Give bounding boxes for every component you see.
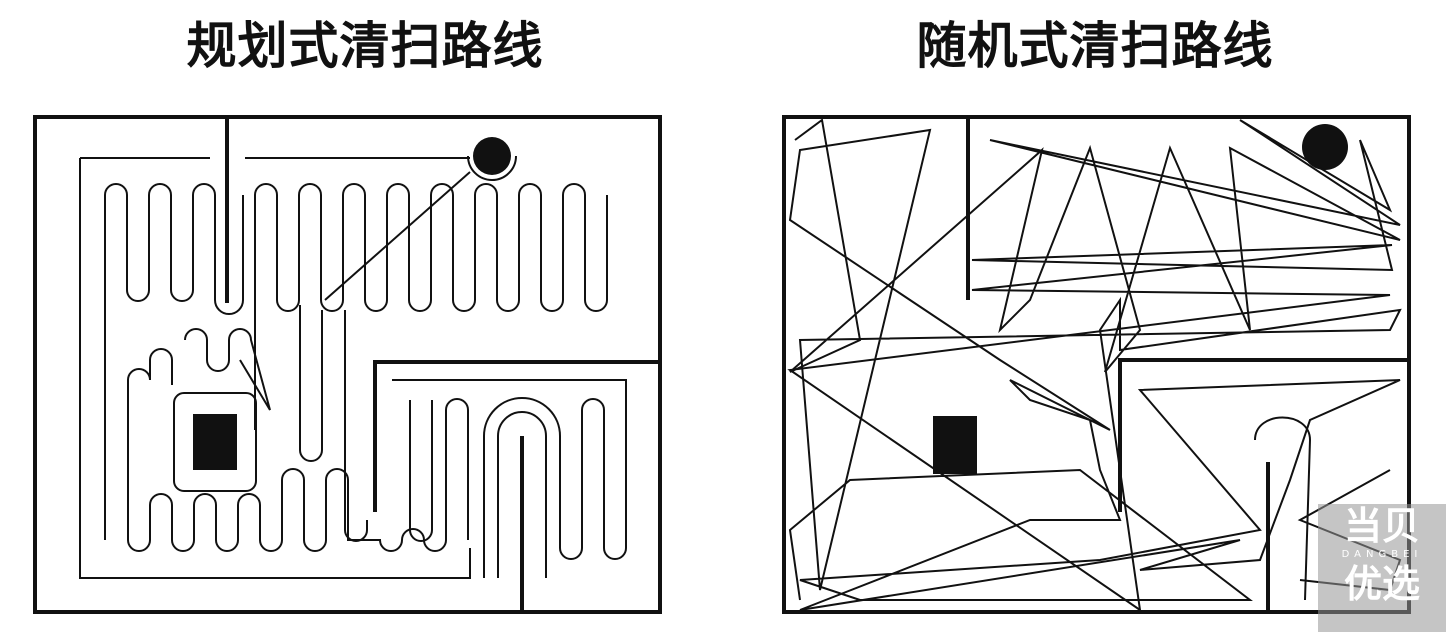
planned-obstacle [193,414,237,470]
planned-middle-wiggle [127,305,368,542]
planned-dock-arc [467,155,517,181]
random-route-title: 随机式清扫路线 [916,17,1274,75]
planned-lower-right-path [392,379,627,578]
watermark-line2: DANGBEI [1341,549,1423,560]
planned-outer-path [79,158,471,579]
planned-serpentine-bottom [127,398,469,552]
random-wall-corner [1118,358,1409,512]
random-robot [1302,124,1348,170]
watermark-line1: 当贝 [1343,504,1420,548]
dangbei-watermark: 当贝 DANGBEI 优选 [1318,504,1446,632]
random-path [787,118,1402,613]
planned-robot [473,137,511,175]
random-room-wall [782,115,1411,614]
planned-return-line [324,171,471,301]
planned-serpentine-right [254,183,608,330]
planned-room-wall [33,115,662,614]
planned-serpentine-left [104,183,244,540]
planned-route-title: 规划式清扫路线 [186,17,544,75]
planned-obstacle-outline [173,392,257,492]
random-obstacle [933,416,977,474]
watermark-line3: 优选 [1343,562,1420,606]
planned-wall-corner [373,360,660,512]
